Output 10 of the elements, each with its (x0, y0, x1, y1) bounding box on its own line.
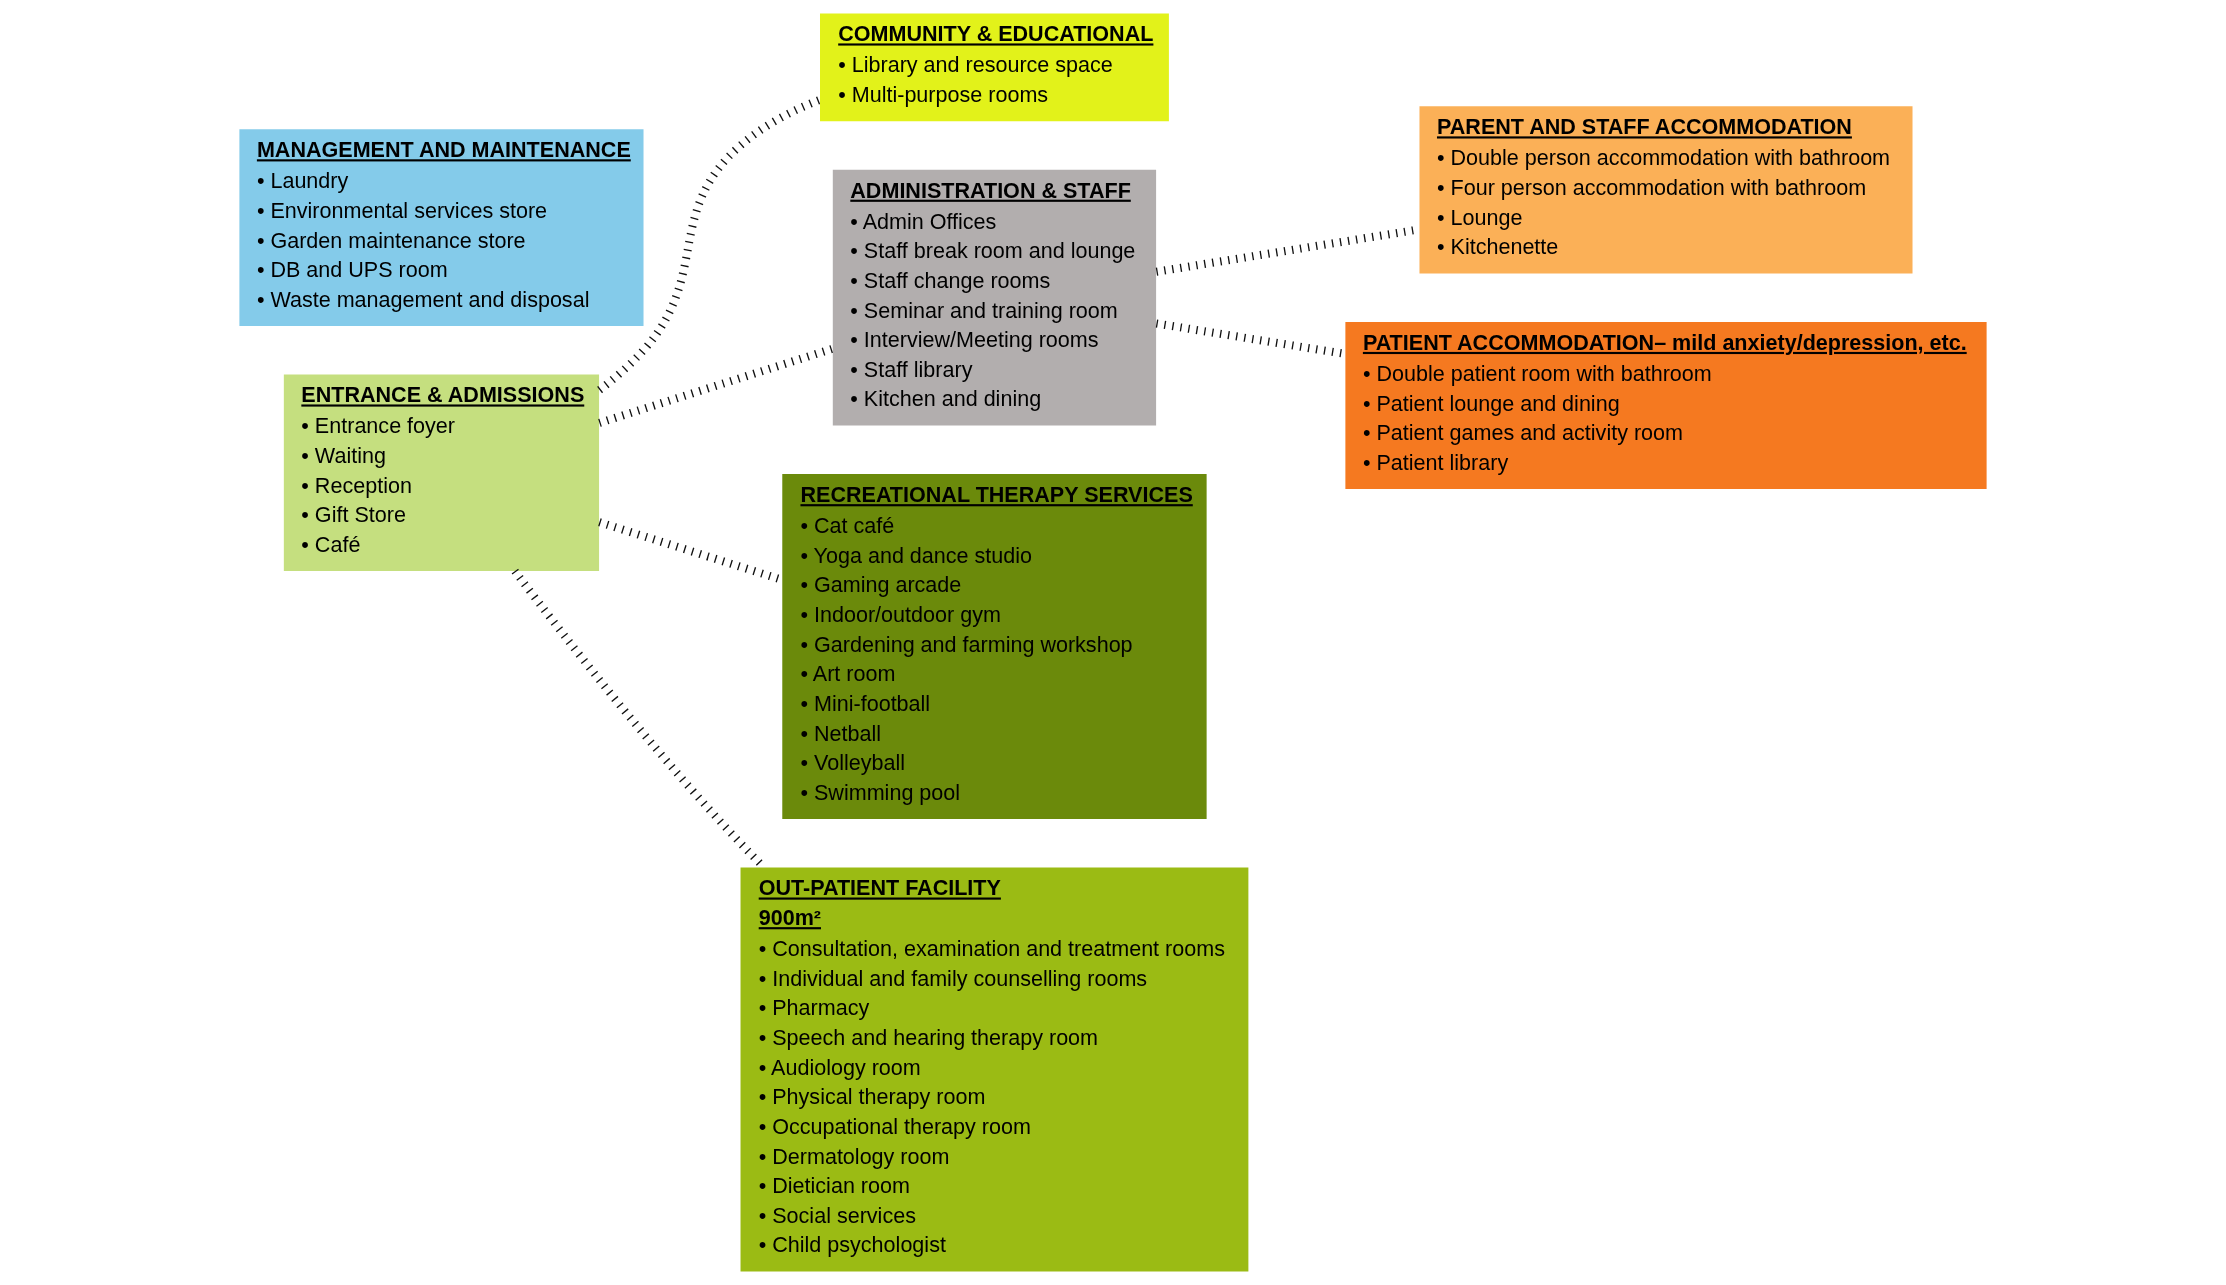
node-box: MANAGEMENT AND MAINTENANCE • Laundry • Environmental services store • Garden maintenance store • DB and UPS room • Waste management and disposal (239, 129, 644, 326)
connector (598, 344, 834, 427)
node-box: ENTRANCE & ADMISSIONS • Entrance foyer • Waiting • Reception • Gift Store • Café (283, 374, 600, 572)
node-box: PARENT AND STAFF ACCOMMODATION • Double person accommodation with bathroom • Four person accommodation with bathroom • Lounge • Kitchenette (1419, 106, 1913, 274)
connector (597, 96, 821, 394)
node-box: COMMUNITY & EDUCATIONAL • Library and resource space • Multi-purpose rooms (820, 13, 1169, 122)
node-box: PATIENT ACCOMMODATION– mild anxiety/depression, etc. • Double patient room with bathroom • Patient lounge and dining • Patient games and activity room • Patient library (1345, 321, 1987, 489)
node-box: OUT-PATIENT FACILITY 900m² • Consultation, examination and treatment rooms • Individual and family counselling rooms • Pharmacy • Speech and hearing therapy room • Audiology room • Physical therapy room • Occupational therapy room • Dermatology room • Dietician room • Social services • Child psychologist (740, 867, 1249, 1272)
node-box: RECREATIONAL THERAPY SERVICES • Cat café • Yoga and dance studio • Gaming arcade • Indoor/outdoor gym • Gardening and farming workshop • Art room • Mini-football • Netball • Volleyball • Swimming pool (782, 474, 1207, 819)
node-box: ADMINISTRATION & STAFF • Admin Offices • Staff break room and lounge • Staff change rooms • Seminar and training room • Interview/Meeting rooms • Staff library • Kitchen and dining (832, 169, 1157, 426)
